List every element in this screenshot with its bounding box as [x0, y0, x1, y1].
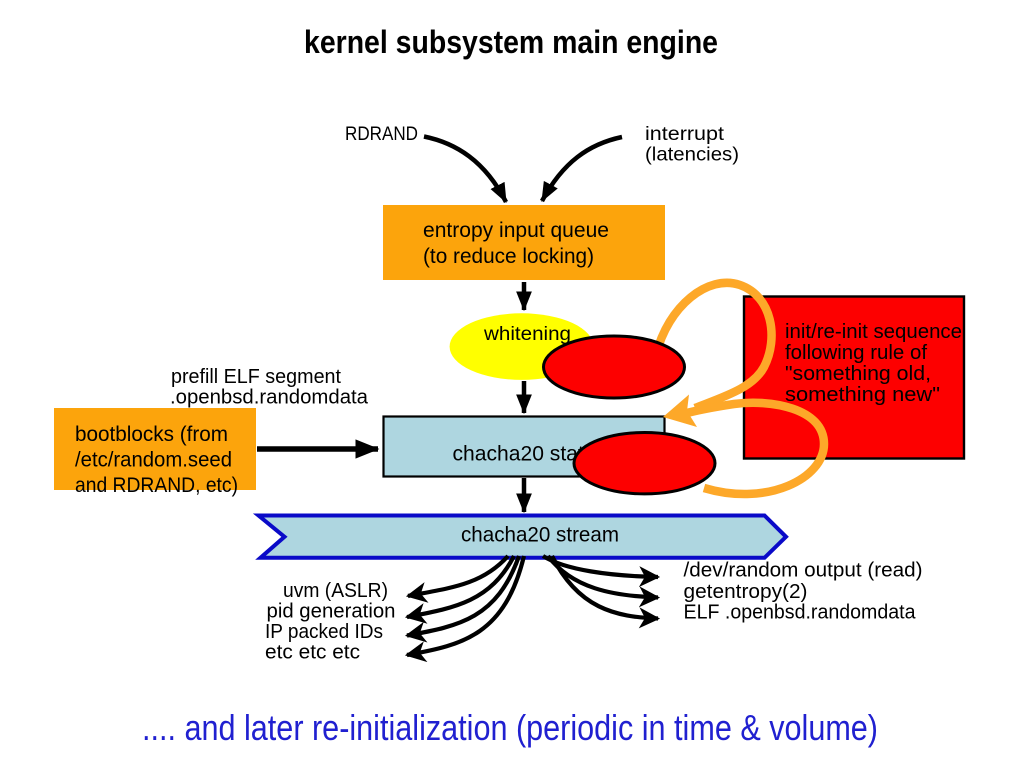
svg-text:init/re-init sequence: init/re-init sequence	[785, 321, 962, 343]
svg-text:entropy input queue: entropy input queue	[423, 218, 609, 242]
svg-text:whitening: whitening	[483, 323, 571, 345]
svg-text:.... and later re-initializati: .... and later re-initialization (period…	[142, 707, 878, 748]
svg-text:prefill ELF segment: prefill ELF segment	[171, 366, 341, 388]
svg-text:RDRAND: RDRAND	[345, 123, 418, 145]
svg-text:pid generation: pid generation	[267, 601, 396, 623]
svg-text:(latencies): (latencies)	[645, 144, 739, 166]
svg-text:and RDRAND, etc): and RDRAND, etc)	[75, 474, 238, 497]
svg-text:something new": something new"	[785, 384, 940, 406]
svg-text:.openbsd.randomdata: .openbsd.randomdata	[170, 387, 369, 409]
svg-text:/dev/random output (read): /dev/random output (read)	[684, 560, 923, 582]
svg-text:following rule of: following rule of	[785, 342, 927, 364]
svg-text:/etc/random.seed: /etc/random.seed	[75, 449, 232, 472]
svg-text:chacha20 stream: chacha20 stream	[461, 523, 619, 547]
svg-text:IP packed IDs: IP packed IDs	[265, 621, 383, 643]
svg-text:chacha20 state: chacha20 state	[453, 442, 596, 466]
svg-text:etc etc etc: etc etc etc	[265, 642, 360, 664]
svg-text:uvm (ASLR): uvm (ASLR)	[283, 580, 388, 602]
svg-text:getentropy(2): getentropy(2)	[684, 581, 808, 603]
svg-text:kernel subsystem main engine: kernel subsystem main engine	[304, 24, 718, 60]
svg-text:(to reduce locking): (to reduce locking)	[423, 244, 594, 268]
svg-text:ELF .openbsd.randomdata: ELF .openbsd.randomdata	[684, 602, 917, 624]
svg-text:interrupt: interrupt	[645, 123, 725, 145]
svg-text:bootblocks (from: bootblocks (from	[75, 423, 228, 446]
svg-text:"something old,: "something old,	[785, 363, 931, 385]
